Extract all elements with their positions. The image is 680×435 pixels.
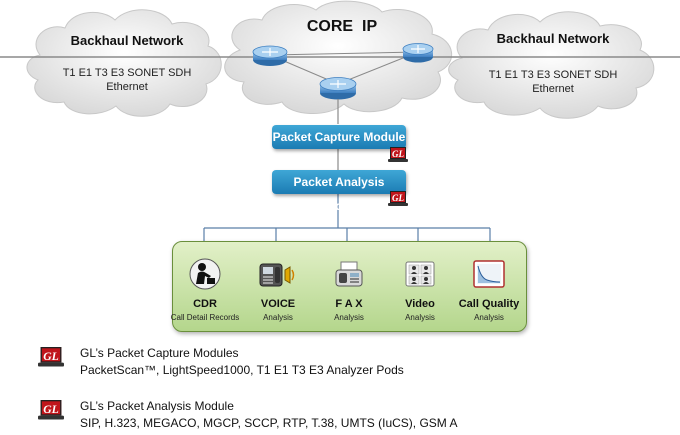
backhaul-cloud-left xyxy=(26,9,222,117)
video-people-icon xyxy=(405,261,435,287)
packet-analysis-module[interactable]: Packet Analysis Module xyxy=(272,170,406,213)
gl-badge-text: GL xyxy=(390,191,406,203)
backhaul-right-line1: T1 E1 T3 E3 SONET SDH xyxy=(488,69,618,81)
legend-description: SIP, H.323, MEGACO, MGCP, SCCP, RTP, T.3… xyxy=(80,416,458,430)
core-link-top xyxy=(269,51,419,56)
gl-badge-text: GL xyxy=(390,147,406,159)
app-label: CDR xyxy=(193,298,217,310)
app-sublabel: Analysis xyxy=(474,313,504,322)
backhaul-left-title: Backhaul Network xyxy=(70,33,184,48)
app-sublabel: Analysis xyxy=(405,313,435,322)
gl-badge-icon: GL xyxy=(388,191,408,207)
app-label: VOICE xyxy=(260,298,296,310)
backhaul-left-line1: T1 E1 T3 E3 SONET SDH xyxy=(62,67,192,79)
app-label: Call Quality xyxy=(458,298,520,310)
router-icon xyxy=(319,77,357,100)
legend-title: GL’s Packet Analysis Module xyxy=(80,399,234,413)
backhaul-right-line2: Ethernet xyxy=(532,83,574,95)
quality-chart-icon xyxy=(473,260,505,288)
backhaul-cloud-right xyxy=(448,11,655,119)
app-sublabel: Call Detail Records xyxy=(170,313,240,322)
app-sublabel: Analysis xyxy=(334,313,364,322)
applications-panel: CDR Call Detail Records VOICE Analysis F… xyxy=(171,241,527,332)
app-label: Video xyxy=(405,298,435,310)
gl-badge-text: GL xyxy=(40,400,62,416)
app-label: F A X xyxy=(335,298,363,310)
gl-badge-icon: GL xyxy=(38,400,64,421)
distribution-tree xyxy=(203,227,491,241)
router-icon xyxy=(402,43,434,63)
core-ip-title: CORE IP xyxy=(306,18,378,35)
gl-badge-icon: GL xyxy=(388,147,408,163)
backhaul-left-line2: Ethernet xyxy=(106,81,148,93)
app-sublabel: Analysis xyxy=(263,313,293,322)
legend-title: GL’s Packet Capture Modules xyxy=(80,346,239,360)
legend-description: PacketScan™, LightSpeed1000, T1 E1 T3 E3… xyxy=(80,363,404,377)
router-icon xyxy=(252,45,288,66)
cdr-user-icon xyxy=(189,258,221,290)
fax-icon xyxy=(335,261,363,287)
packet-capture-module[interactable]: Packet Capture Module xyxy=(272,125,406,149)
backhaul-right-title: Backhaul Network xyxy=(496,31,610,46)
phone-speaker-icon xyxy=(259,263,295,287)
gl-badge-text: GL xyxy=(40,347,62,363)
gl-badge-icon: GL xyxy=(38,347,64,368)
